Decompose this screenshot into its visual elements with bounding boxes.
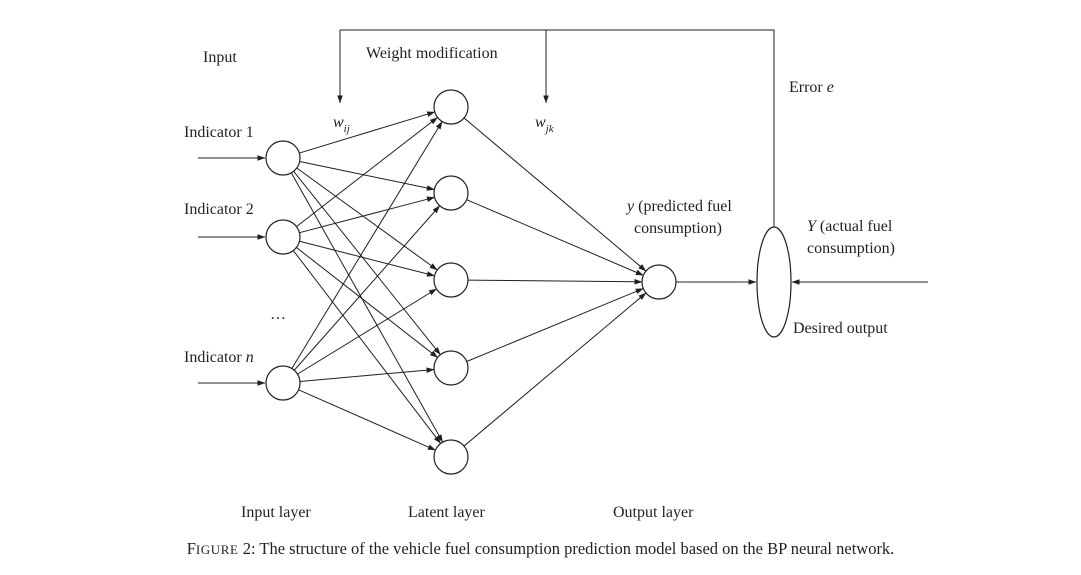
input-node-1 [265,140,301,176]
connection-lines [290,111,647,451]
hidden-node-4 [433,350,469,386]
indicator-n-label: Indicator n [184,349,254,366]
hidden-node-2 [433,175,469,211]
edge-input-3-to-hidden-3 [297,288,437,375]
network-nodes [265,89,677,475]
input-node-3 [265,365,301,401]
edge-input-1-to-hidden-4 [293,170,441,356]
output-layer-label: Output layer [613,504,694,521]
input-node-2 [265,219,301,255]
desired-output-label: Desired output [793,320,888,337]
edge-input-3-to-hidden-4 [299,367,435,382]
edge-hidden-5-to-output [463,292,647,447]
predicted-output-label-line2: consumption) [634,220,722,237]
figure-caption: FIGURE 2: The structure of the vehicle f… [187,539,895,558]
actual-output-label-line2: consumption) [807,240,895,257]
edge-input-2-to-hidden-1 [296,117,438,227]
feedback-loop-line [340,29,775,228]
indicator-2-label: Indicator 2 [184,201,254,218]
ellipsis-label: … [270,306,286,323]
edge-hidden-3-to-output [467,278,643,285]
output-node [641,264,677,300]
input-layer-label: Input layer [241,504,311,521]
edge-input-3-to-hidden-2 [293,205,441,371]
weight-wij-label: wij [333,114,350,135]
input-label: Input [203,49,237,66]
edge-input-2-to-hidden-3 [299,240,435,277]
edge-input-2-to-hidden-4 [296,247,438,358]
edge-input-1-to-hidden-1 [299,111,436,154]
weight-wjk-label: wjk [535,114,555,135]
actual-output-label: Y (actual fuel [807,218,893,235]
comparator-ellipse [756,226,792,338]
edge-hidden-4-to-output [466,288,644,362]
hidden-node-1 [433,89,469,125]
edge-input-1-to-hidden-3 [296,167,438,271]
edge-input-2-to-hidden-2 [299,196,435,234]
hidden-node-3 [433,262,469,298]
edge-input-1-to-hidden-5 [290,172,444,443]
edge-input-3-to-hidden-5 [298,389,436,451]
error-label: Error e [789,79,834,96]
edge-hidden-2-to-output [466,199,644,276]
edge-input-1-to-hidden-2 [299,160,435,191]
edge-input-3-to-hidden-1 [291,121,443,369]
edge-hidden-1-to-output [463,117,647,272]
edge-input-2-to-hidden-5 [292,250,442,444]
weight-modification-label: Weight modification [366,45,498,62]
indicator-1-label: Indicator 1 [184,124,254,141]
predicted-output-label: y (predicted fuel [625,198,732,215]
hidden-node-5 [433,439,469,475]
latent-layer-label: Latent layer [408,504,486,521]
